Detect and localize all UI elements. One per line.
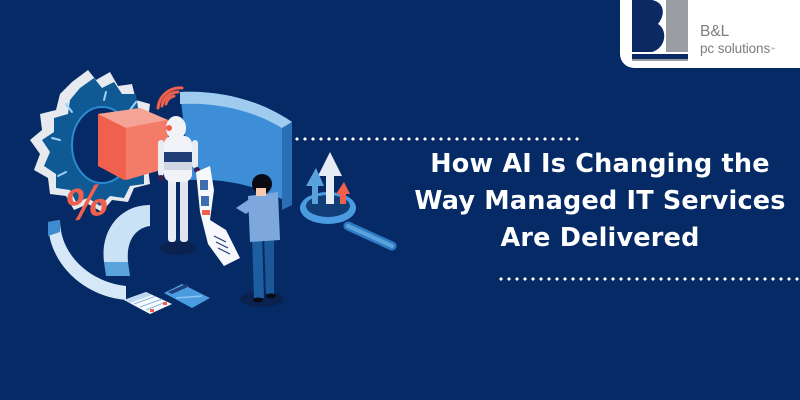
credit-card-icon (164, 284, 210, 308)
headline-line-2: Way Managed IT Services (414, 186, 786, 216)
logo-trademark: ™ (770, 47, 775, 53)
wifi-icon (156, 86, 184, 110)
bl-logo-icon (632, 0, 688, 61)
logo-tagline: pc solutions™ (700, 42, 775, 56)
headline: How AI Is Changing the Way Managed IT Se… (404, 146, 796, 257)
receipt-printout (196, 166, 240, 266)
headline-line-1: How AI Is Changing the (430, 149, 770, 179)
percent-icon: % (66, 175, 108, 232)
robot (158, 116, 200, 255)
growth-arrows-icon (306, 152, 350, 204)
dotted-divider-top (293, 137, 581, 141)
dotted-divider-bottom (497, 277, 800, 281)
businessman (236, 174, 284, 307)
logo-company-name: B&L (700, 23, 730, 40)
ai-it-services-illustration: % (30, 70, 397, 314)
svg-text:%: % (66, 175, 108, 232)
calculator-icon (124, 292, 172, 314)
logo-subtitle: pc solutions (700, 41, 771, 56)
headline-line-3: Are Delivered (500, 223, 700, 253)
